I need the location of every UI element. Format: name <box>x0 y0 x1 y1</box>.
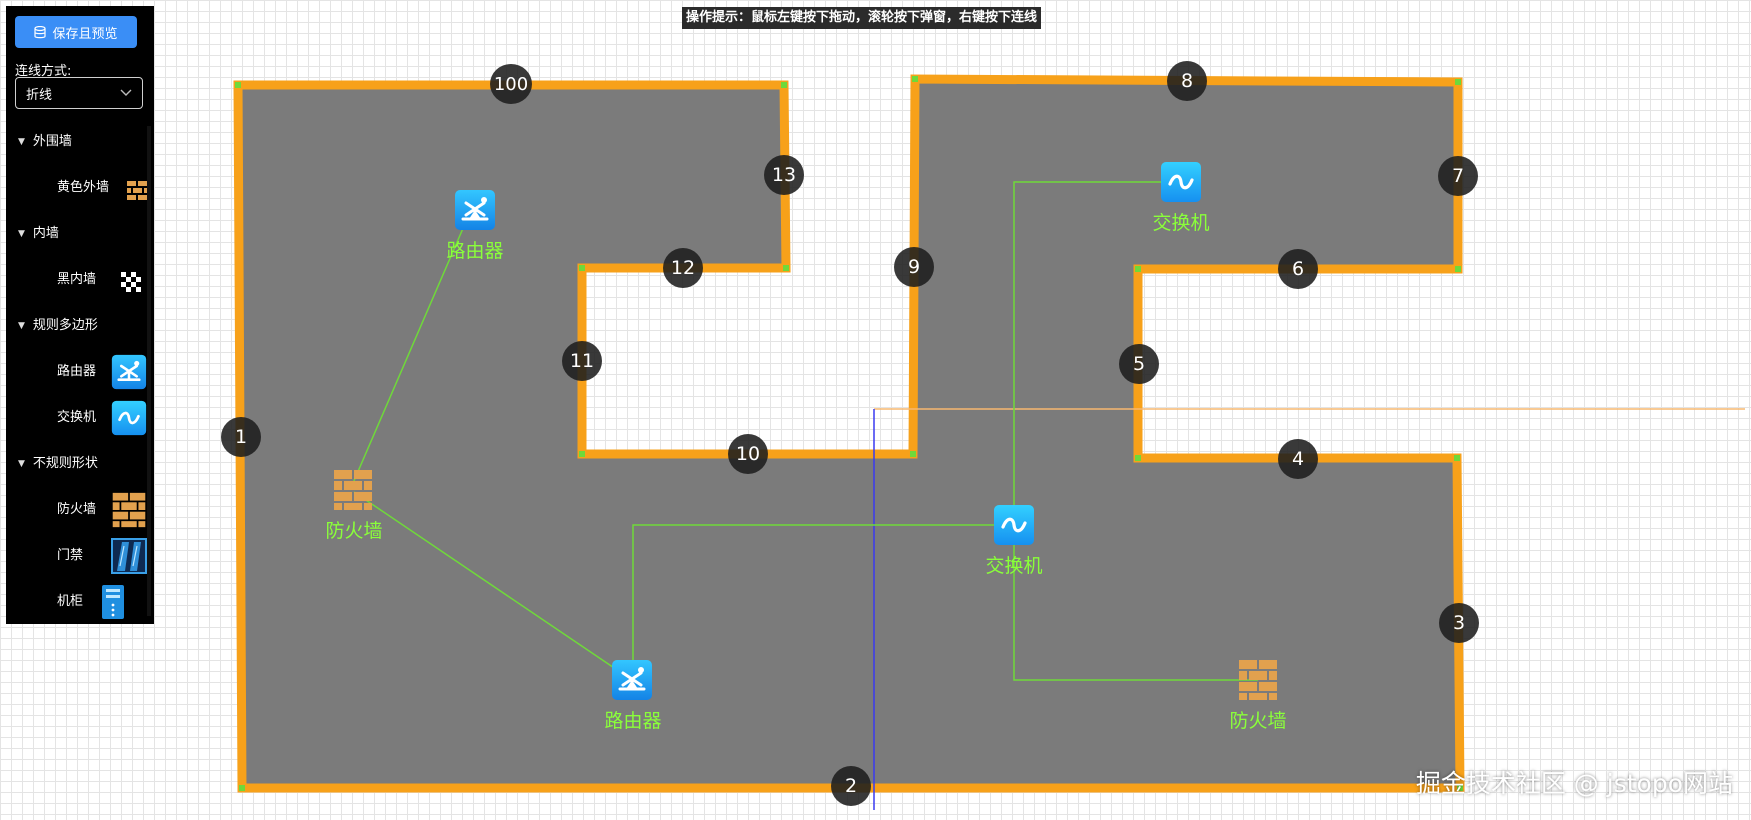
link-switch1-firewall2[interactable] <box>1013 181 1258 681</box>
cabinet-icon <box>101 584 125 622</box>
vertex-label[interactable]: 6 <box>1278 249 1318 289</box>
save-button-label: 保存且预览 <box>52 26 118 42</box>
tree-group-outer-wall[interactable]: ▼ 外围墙 <box>18 132 72 152</box>
node-label: 防火墙 <box>325 520 383 542</box>
router-icon[interactable] <box>611 659 653 701</box>
component-tree: ▼ 外围墙 黄色外墙 ▼ 内墙 黑内墙 <box>6 122 154 622</box>
vertex-label[interactable]: 3 <box>1439 603 1479 643</box>
tree-item-black-wall[interactable]: 黑内墙 <box>57 262 147 298</box>
switch-icon[interactable] <box>993 504 1035 546</box>
caret-down-icon: ▼ <box>18 321 25 331</box>
link-router1-firewall1[interactable] <box>349 225 465 491</box>
tree-item-firewall[interactable]: 防火墙 <box>57 492 147 528</box>
firewall-icon[interactable] <box>332 469 374 511</box>
router-icon[interactable] <box>454 189 496 231</box>
vertex-label[interactable]: 8 <box>1167 61 1207 101</box>
watermark: 掘金技术社区 @ jstopo网站 <box>1415 769 1733 798</box>
chevron-down-icon <box>120 86 132 100</box>
node-label: 防火墙 <box>1229 710 1287 732</box>
sidebar-panel: 保存且预览 连线方式: 折线 ▼ 外围墙 黄色外墙 ▼ 内墙 <box>6 6 154 624</box>
vertex-label[interactable]: 10 <box>728 434 768 474</box>
vertex-label[interactable]: 4 <box>1278 439 1318 479</box>
database-icon <box>34 25 47 38</box>
sidebar-scrollbar[interactable] <box>147 126 151 616</box>
tree-item-access-door[interactable]: 门禁 <box>57 538 147 574</box>
tree-item-label: 门禁 <box>57 548 84 563</box>
tree-item-label: 防火墙 <box>57 502 97 517</box>
switch-icon <box>111 400 147 451</box>
firewall-icon[interactable] <box>1237 659 1279 701</box>
yellow-brick-wall-icon <box>127 179 147 215</box>
connect-mode-select[interactable]: 折线 <box>15 77 143 109</box>
firewall-icon <box>111 492 147 543</box>
link-firewall1-router2[interactable] <box>353 491 633 681</box>
vertex-label[interactable]: 13 <box>764 155 804 195</box>
tree-group-title: 外围墙 <box>32 134 72 149</box>
link-router2-switch2[interactable] <box>632 524 1015 680</box>
vertex-label[interactable]: 100 <box>490 64 532 104</box>
tree-group-regular-polygon[interactable]: ▼ 规则多边形 <box>18 316 98 336</box>
tree-group-title: 规则多边形 <box>32 318 98 333</box>
connect-mode-value: 折线 <box>26 87 53 103</box>
tree-item-label: 交换机 <box>57 410 97 425</box>
vertex-label[interactable]: 5 <box>1119 344 1159 384</box>
tree-group-inner-wall[interactable]: ▼ 内墙 <box>18 224 59 244</box>
vertex-label[interactable]: 1 <box>221 417 261 457</box>
switch-icon[interactable] <box>1160 161 1202 203</box>
vertex-label[interactable]: 12 <box>663 248 703 288</box>
caret-down-icon: ▼ <box>18 229 25 239</box>
tree-item-label: 路由器 <box>57 364 97 379</box>
connect-mode-label: 连线方式: <box>15 64 72 79</box>
tree-item-switch[interactable]: 交换机 <box>57 400 147 436</box>
vertex-label[interactable]: 2 <box>831 766 871 806</box>
tree-group-title: 不规则形状 <box>32 456 98 471</box>
access-door-icon <box>111 538 147 589</box>
caret-down-icon: ▼ <box>18 137 25 147</box>
node-label: 路由器 <box>446 240 504 262</box>
tree-item-label: 黄色外墙 <box>57 180 110 195</box>
vertex-label[interactable]: 11 <box>562 341 602 381</box>
save-preview-button[interactable]: 保存且预览 <box>15 16 137 48</box>
caret-down-icon: ▼ <box>18 459 25 469</box>
tree-item-cabinet[interactable]: 机柜 <box>57 584 147 620</box>
checker-wall-icon <box>121 271 141 307</box>
vertex-label[interactable]: 9 <box>894 247 934 287</box>
node-label: 路由器 <box>604 710 662 732</box>
vertex-handles <box>235 76 1463 791</box>
tree-item-router[interactable]: 路由器 <box>57 354 147 390</box>
operation-hint: 操作提示：鼠标左键按下拖动，滚轮按下弹窗，右键按下连线 <box>682 7 1042 29</box>
tree-group-title: 内墙 <box>32 226 59 241</box>
node-label: 交换机 <box>985 555 1043 577</box>
node-label: 交换机 <box>1152 212 1210 234</box>
tree-group-irregular-shape[interactable]: ▼ 不规则形状 <box>18 454 98 474</box>
tree-item-yellow-wall[interactable]: 黄色外墙 <box>57 170 147 206</box>
tree-item-label: 黑内墙 <box>57 272 97 287</box>
tree-item-label: 机柜 <box>57 594 84 609</box>
router-icon <box>111 354 147 405</box>
vertex-label[interactable]: 7 <box>1438 156 1478 196</box>
